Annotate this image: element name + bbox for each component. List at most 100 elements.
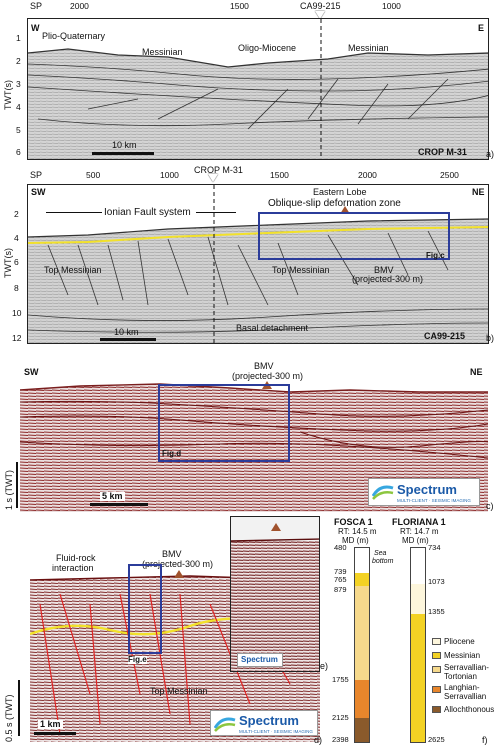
y-tick-a-1: 1	[16, 33, 21, 43]
scale-label-a: 10 km	[112, 140, 137, 150]
seismic-image-a	[28, 19, 488, 159]
fosca-sea	[355, 548, 369, 573]
label-oblique: Oblique-slip deformation zone	[268, 198, 401, 209]
panel-b: SP 500 1000 1500 2000 2500 CROP M-31	[0, 166, 500, 350]
spectrum-logo-d: Spectrum MULTI-CLIENT · SEISMIC IMAGING	[210, 710, 318, 736]
bmv-sub-d: (projected-300 m)	[142, 559, 214, 569]
legend-messinian: Messinian	[444, 651, 481, 660]
y-tick-b-4: 8	[14, 283, 19, 293]
label-bmv-b: BMV	[374, 265, 394, 275]
legend-allochthonous: Allochthonous	[444, 705, 495, 714]
spectrum-logo-sub-c: MULTI-CLIENT · SEISMIC IMAGING	[397, 498, 471, 503]
panel-letter-e: e)	[320, 661, 329, 671]
panel-letter-a: a)	[486, 149, 495, 159]
scale-label-b: 10 km	[114, 327, 139, 337]
spectrum-logo-name-c: Spectrum	[397, 482, 457, 497]
top-messinian-d: Top Messinian	[150, 686, 208, 696]
sp-tick-b-1: 500	[86, 170, 101, 180]
bmv-d: BMV	[162, 549, 182, 559]
sp-tick-a-2: 1500	[230, 1, 249, 11]
east-a: E	[478, 23, 485, 33]
fosca-depth-2: 739	[334, 567, 347, 576]
sp-tick-b-5: 2500	[440, 170, 459, 180]
cross-line-marker-b	[208, 174, 218, 182]
legend-langhian: Langhian-	[444, 683, 480, 692]
label-top-messinian-b-2: Top Messinian	[272, 265, 330, 275]
legend-swatch-messinian	[432, 652, 441, 659]
scale-label-c: 5 km	[100, 491, 125, 501]
floriana-column	[410, 547, 426, 743]
line-name-a: CROP M-31	[418, 147, 467, 157]
scale-bar-d	[34, 732, 76, 735]
well-floriana: FLORIANA 1	[392, 517, 446, 527]
well-fosca: FOSCA 1	[334, 517, 373, 527]
sp-tick-a-1: 2000	[70, 1, 89, 11]
bmv-c: BMV	[254, 361, 274, 371]
label-eastern-lobe: Eastern Lobe	[313, 187, 367, 197]
scale-bar-c	[90, 503, 148, 506]
unit-messinian-a-1: Messinian	[142, 47, 183, 57]
legend-swatch-allochthonous	[432, 706, 441, 713]
cross-line-a: CA99-215	[300, 1, 341, 11]
legend-swatch-pliocene	[432, 638, 441, 645]
floriana-depth-1: 734	[428, 543, 441, 552]
fosca-messinian	[355, 573, 369, 586]
y-bar-c	[16, 462, 18, 508]
y-title-a: TWT(s)	[3, 80, 13, 110]
bmv-marker-b	[340, 206, 350, 214]
fosca-column	[354, 547, 370, 743]
fig-c-box	[258, 212, 450, 260]
bmv-sub-c: (projected-300 m)	[232, 371, 304, 381]
east-c: NE	[470, 367, 483, 377]
y-title-c: 1 s (TWT)	[4, 470, 14, 510]
spectrum-wave-icon-d	[214, 717, 236, 732]
well-floriana-rt: RT: 14.7 m	[400, 527, 439, 536]
seismic-inset-e: Spectrum	[230, 516, 320, 672]
west-b: SW	[31, 187, 46, 197]
label-ionian: Ionian Fault system	[104, 207, 191, 218]
panel-letter-f: f)	[482, 735, 488, 745]
panel-d: Fluid-rock interaction BMV (projected-30…	[0, 514, 330, 745]
fosca-depth-4: 879	[334, 585, 347, 594]
well-fosca-rt: RT: 14.5 m	[338, 527, 377, 536]
sea-bottom-2: bottom	[372, 558, 394, 565]
floriana-depth-2: 1073	[428, 577, 445, 586]
ionian-line-2	[196, 212, 236, 213]
label-top-messinian-b-1: Top Messinian	[44, 265, 102, 275]
y-bar-d	[18, 680, 20, 736]
cross-line-marker-a	[315, 11, 325, 19]
spectrum-logo-c: Spectrum MULTI-CLIENT · SEISMIC IMAGING	[368, 478, 480, 506]
fosca-serravallian-tortonian	[355, 586, 369, 680]
fosca-depth-1: 480	[334, 543, 347, 552]
seismic-section-a	[27, 18, 489, 160]
fosca-allochthonous	[355, 718, 369, 742]
fig-d-box	[158, 384, 290, 462]
sp-tick-b-3: 1500	[270, 170, 289, 180]
well-fosca-md: MD (m)	[342, 536, 369, 545]
seismic-section-b	[27, 184, 489, 344]
spectrum-logo-e: Spectrum	[237, 653, 283, 667]
seismic-image-e	[231, 517, 319, 671]
bmv-marker-d	[174, 570, 184, 578]
sp-tick-b-4: 2000	[358, 170, 377, 180]
panel-letter-d: d)	[314, 735, 323, 745]
y-tick-b-5: 10	[12, 308, 22, 318]
y-tick-b-1: 2	[14, 209, 19, 219]
y-title-b: TWT(s)	[3, 248, 13, 278]
fig-e-box	[128, 564, 162, 654]
scale-label-d: 1 km	[38, 719, 63, 729]
label-fig-d: Fig.d	[162, 449, 182, 458]
west-c: SW	[24, 367, 39, 377]
sp-tick-a-3: 1000	[382, 1, 401, 11]
spectrum-logo-name-d: Spectrum	[239, 713, 299, 728]
panel-a: SP 2000 1500 1000 CA99-215 W	[0, 0, 500, 168]
sp-label-b: SP	[30, 170, 43, 180]
ionian-line	[46, 212, 102, 213]
floriana-pliocene	[411, 584, 425, 614]
fluid-label-2: interaction	[52, 563, 94, 573]
legend-swatch-langhian	[432, 686, 441, 693]
y-tick-a-4: 4	[16, 102, 21, 112]
east-b: NE	[472, 187, 485, 197]
unit-oligo-miocene: Oligo-Miocene	[238, 43, 297, 53]
y-tick-b-3: 6	[14, 257, 19, 267]
